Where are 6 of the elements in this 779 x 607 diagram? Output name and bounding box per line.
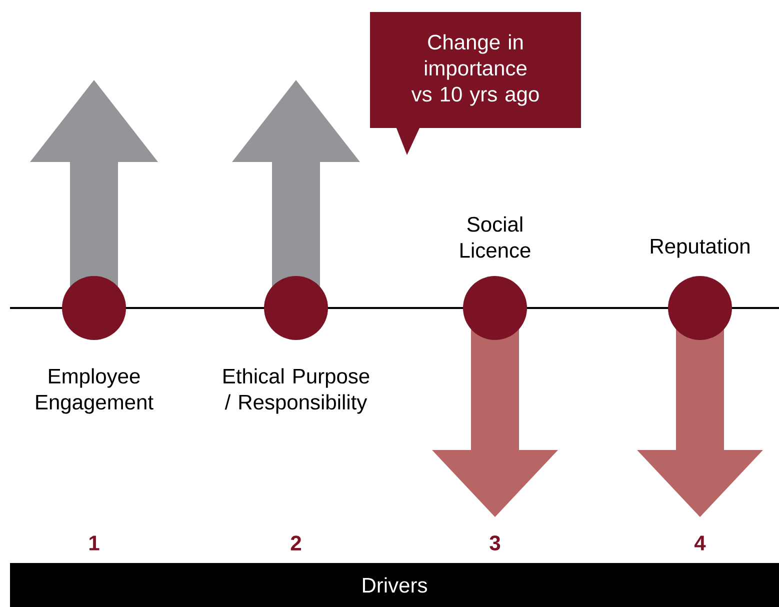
footer-band: Drivers [10, 563, 779, 607]
driver-label: Social Licence [460, 216, 530, 258]
driver-label: Ethical Purpose / Responsibility [224, 368, 370, 414]
callout-box: Change in importance vs 10 yrs ago [370, 12, 581, 155]
driver-label: Reputation [650, 238, 750, 258]
driver-label: Employee Engagement [36, 368, 154, 414]
